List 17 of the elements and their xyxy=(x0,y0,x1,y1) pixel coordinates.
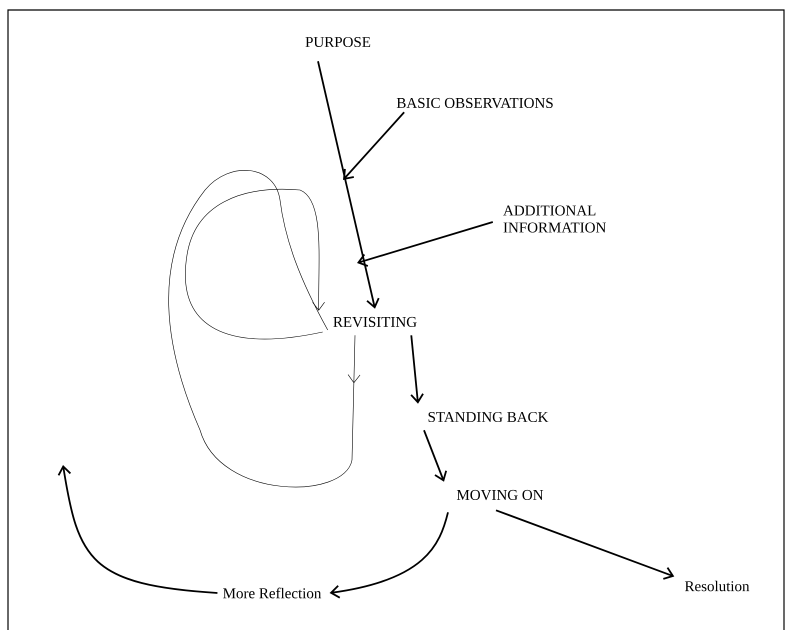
step-label: Resolution xyxy=(684,580,750,592)
step-label: MOVING ON xyxy=(456,490,544,500)
arrow xyxy=(343,112,405,180)
step-label: More Reflection xyxy=(223,588,322,598)
arrow xyxy=(58,465,218,594)
arrow xyxy=(496,509,674,580)
arrow xyxy=(357,221,494,267)
step-label: BASIC OBSERVATIONS xyxy=(396,98,553,108)
step-label: REVISITING xyxy=(333,316,417,328)
arrow xyxy=(423,430,448,482)
step-label: STANDING BACK xyxy=(428,412,548,422)
arrow xyxy=(410,335,424,404)
arrow xyxy=(317,61,380,309)
arrow xyxy=(185,188,325,340)
step-label: ADDITIONAL INFORMATION xyxy=(503,205,606,233)
arrow xyxy=(330,512,449,598)
step-label: PURPOSE xyxy=(306,36,370,48)
